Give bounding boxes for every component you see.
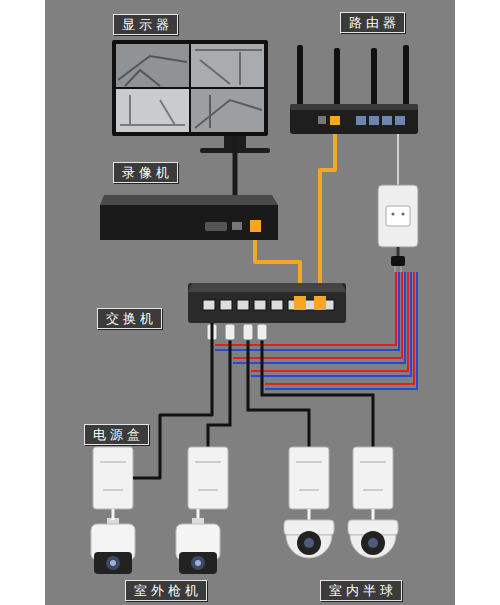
rj45-plugs bbox=[207, 324, 267, 340]
router-drawing bbox=[290, 45, 418, 134]
outlet-cable bbox=[397, 134, 399, 186]
device-label: 电源盒 bbox=[84, 424, 149, 445]
device-label: 路由器 bbox=[340, 12, 405, 33]
cable-connector bbox=[320, 134, 335, 283]
monitor-drawing bbox=[112, 40, 270, 153]
device-label: 显示器 bbox=[113, 14, 178, 35]
power-box: 电源盒 bbox=[93, 447, 133, 509]
network-switch: 交换机 bbox=[188, 283, 346, 323]
dome-cameras bbox=[284, 520, 398, 558]
outdoor-bullet-cameras: 室外枪机 bbox=[88, 520, 223, 576]
indoor-dome-cameras: 室内半球 bbox=[282, 520, 402, 560]
camera-leads bbox=[198, 509, 373, 522]
nvr-recorder: 录像机 bbox=[100, 195, 278, 240]
power-box-marks bbox=[100, 462, 386, 490]
cable-connector bbox=[112, 509, 115, 520]
cable-connector bbox=[133, 323, 212, 478]
device-label: 交换机 bbox=[97, 308, 162, 329]
router: 路由器 bbox=[290, 104, 418, 134]
power-outlet bbox=[378, 185, 418, 272]
device-label: 室外枪机 bbox=[125, 580, 207, 601]
device-label: 录像机 bbox=[113, 162, 178, 183]
nvr-drawing bbox=[100, 195, 278, 240]
switch-cables bbox=[208, 340, 373, 447]
gray-panel bbox=[45, 0, 455, 605]
monitor: 显示器 bbox=[112, 40, 268, 136]
cable-connector bbox=[233, 136, 238, 195]
bullet-cameras bbox=[91, 518, 220, 574]
switch-drawing bbox=[188, 283, 346, 323]
device-label: 室内半球 bbox=[320, 580, 402, 601]
cable-connector bbox=[255, 240, 300, 283]
